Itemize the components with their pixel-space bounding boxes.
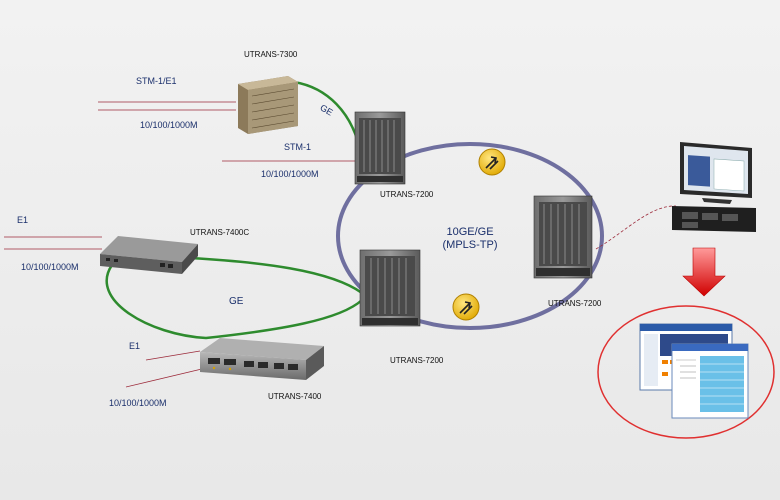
label-ge-bottom: GE — [229, 296, 244, 307]
nms-link — [595, 205, 677, 250]
nms-software-screenshot-icon — [639, 323, 749, 419]
utrans-7400c-device — [100, 236, 198, 274]
ring-label-line2: (MPLS-TP) — [442, 239, 498, 251]
tributary-lines — [4, 101, 355, 388]
computer-monitor-icon — [672, 142, 756, 232]
label-eth-mid: 10/100/1000M — [261, 169, 319, 179]
label-stm1-e1: STM-1/E1 — [136, 76, 177, 86]
label-e1-left: E1 — [17, 215, 29, 225]
down-arrow-icon — [682, 247, 726, 297]
ge-link-7400c — [189, 256, 363, 295]
utrans-7200-top-device — [354, 111, 406, 185]
router-icon — [478, 148, 506, 176]
label-eth-bottom: 10/100/1000M — [109, 398, 167, 408]
nms-highlight-circle — [597, 305, 775, 439]
utrans-7400-device — [200, 338, 324, 380]
label-e1-bottom: E1 — [129, 341, 141, 351]
mpls-tp-ring — [336, 142, 604, 330]
tributary-line — [125, 367, 207, 388]
label-stm1: STM-1 — [284, 142, 311, 152]
label-utrans-7200-top: UTRANS-7200 — [380, 190, 434, 199]
utrans-7200-bottom-device — [359, 249, 421, 327]
label-utrans-7200-bottom: UTRANS-7200 — [390, 356, 444, 365]
router-icon — [452, 293, 480, 321]
label-utrans-7400: UTRANS-7400 — [268, 392, 322, 401]
utrans-7300-device — [238, 76, 298, 134]
utrans-7200-right-device — [533, 195, 593, 279]
label-utrans-7200-right: UTRANS-7200 — [548, 299, 602, 308]
tributary-line — [145, 350, 201, 361]
ring-label: 10GE/GE (MPLS-TP) — [430, 226, 510, 252]
label-eth-left: 10/100/1000M — [21, 262, 79, 272]
label-utrans-7400c: UTRANS-7400C — [190, 228, 250, 237]
ring-label-line1: 10GE/GE — [446, 226, 494, 238]
label-eth-top: 10/100/1000M — [140, 120, 198, 130]
label-utrans-7300: UTRANS-7300 — [244, 50, 298, 59]
ge-link-7400c-7400 — [105, 264, 363, 340]
